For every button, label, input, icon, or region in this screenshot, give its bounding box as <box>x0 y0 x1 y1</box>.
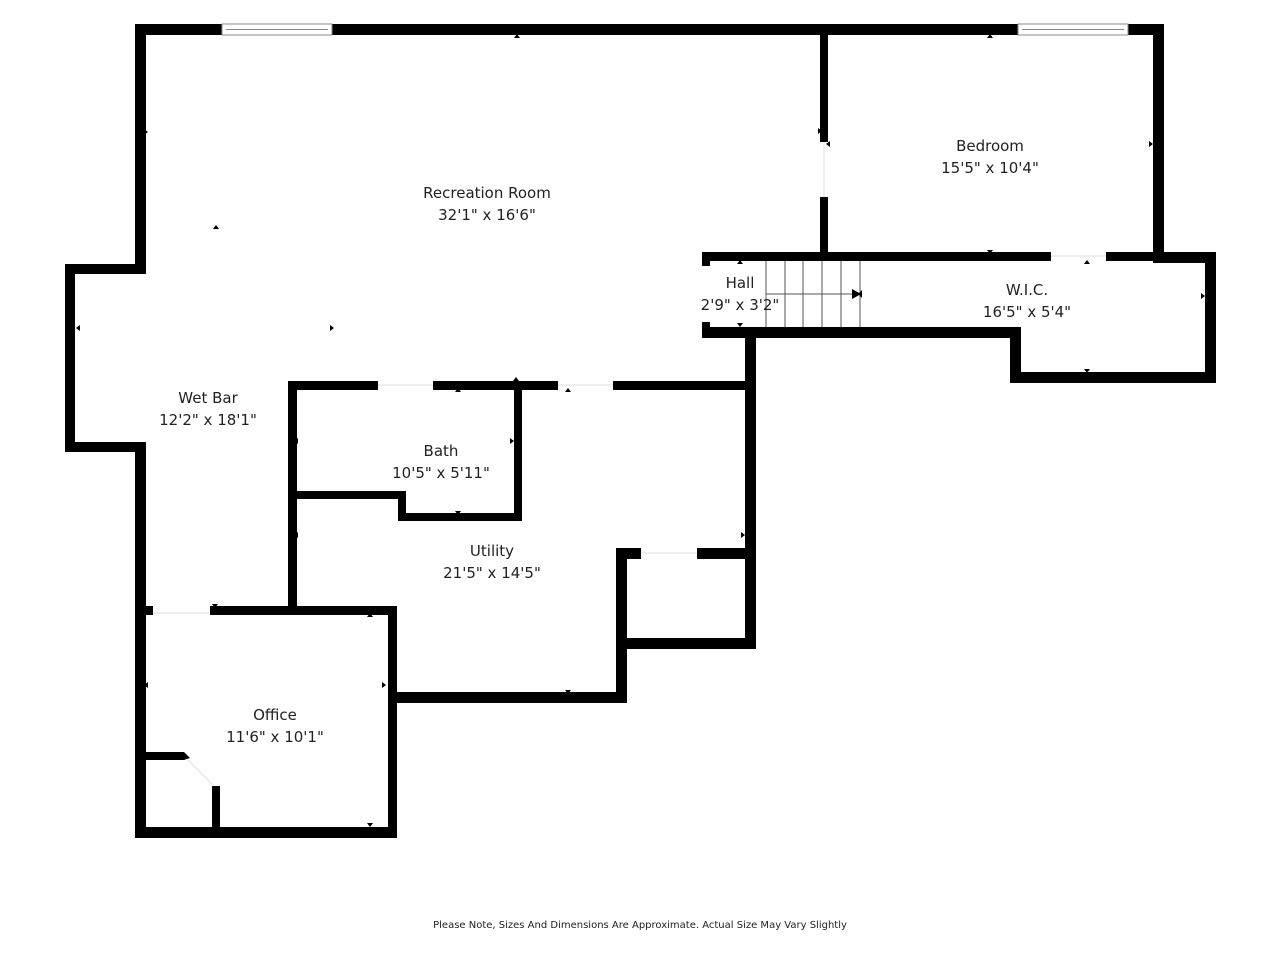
room-label-wet-bar: Wet Bar 12'2" x 18'1" <box>159 387 257 431</box>
room-dimensions: 10'5" x 5'11" <box>392 464 490 482</box>
room-dimensions: 15'5" x 10'4" <box>941 159 1039 177</box>
room-name: Recreation Room <box>423 184 551 202</box>
room-dimensions: 32'1" x 16'6" <box>438 206 536 224</box>
dimension-markers <box>76 34 1205 827</box>
room-dimensions: 21'5" x 14'5" <box>443 564 541 582</box>
room-label-wic: W.I.C. 16'5" x 5'4" <box>983 279 1071 323</box>
room-name: Bath <box>423 442 459 460</box>
disclaimer-note: Please Note, Sizes And Dimensions Are Ap… <box>433 920 847 931</box>
room-label-office: Office 11'6" x 10'1" <box>226 704 324 748</box>
room-name: Office <box>253 706 297 724</box>
room-name: W.I.C. <box>1005 281 1049 299</box>
room-label-hall: Hall 2'9" x 3'2" <box>701 272 780 316</box>
room-dimensions: 2'9" x 3'2" <box>700 296 780 314</box>
room-name: Utility <box>469 542 515 560</box>
staircase <box>765 261 861 327</box>
room-name: Bedroom <box>956 137 1024 155</box>
windows <box>221 23 1129 36</box>
room-dimensions: 11'6" x 10'1" <box>226 728 324 746</box>
room-dimensions: 16'5" x 5'4" <box>982 303 1072 321</box>
room-dimensions: 12'2" x 18'1" <box>159 411 257 429</box>
room-label-bedroom: Bedroom 15'5" x 10'4" <box>941 135 1039 179</box>
room-label-utility: Utility 21'5" x 14'5" <box>443 540 541 584</box>
door-openings <box>153 142 1106 787</box>
room-label-bath: Bath 10'5" x 5'11" <box>392 440 490 484</box>
room-name: Hall <box>725 274 755 292</box>
walls <box>65 24 1216 838</box>
room-label-recreation-room: Recreation Room 32'1" x 16'6" <box>423 182 551 226</box>
room-name: Wet Bar <box>178 389 238 407</box>
